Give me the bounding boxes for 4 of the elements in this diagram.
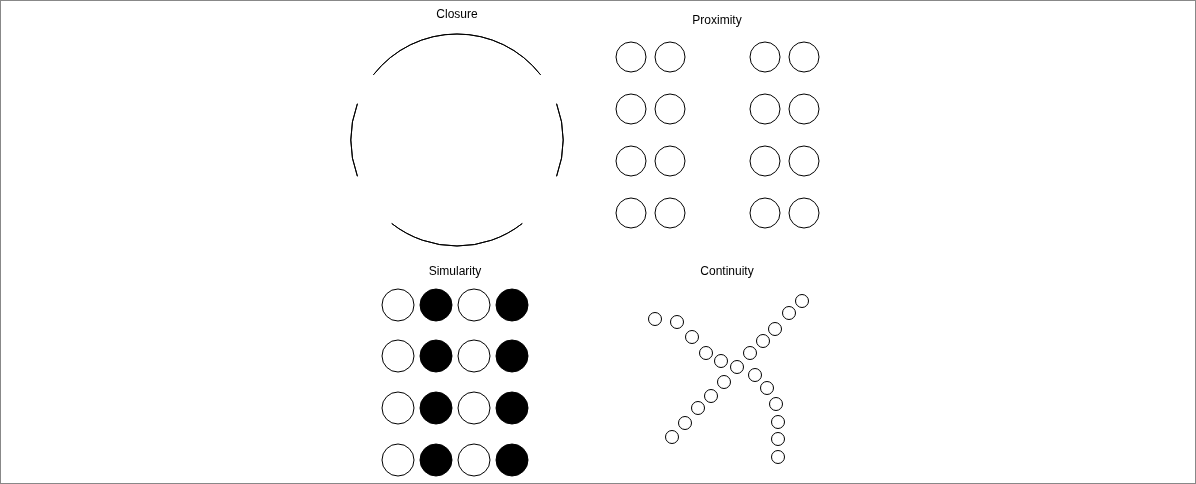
section-title: Closure xyxy=(436,7,478,21)
section-title: Simularity xyxy=(428,264,482,278)
section-title: Continuity xyxy=(700,264,754,278)
section-title: Proximity xyxy=(692,13,742,27)
